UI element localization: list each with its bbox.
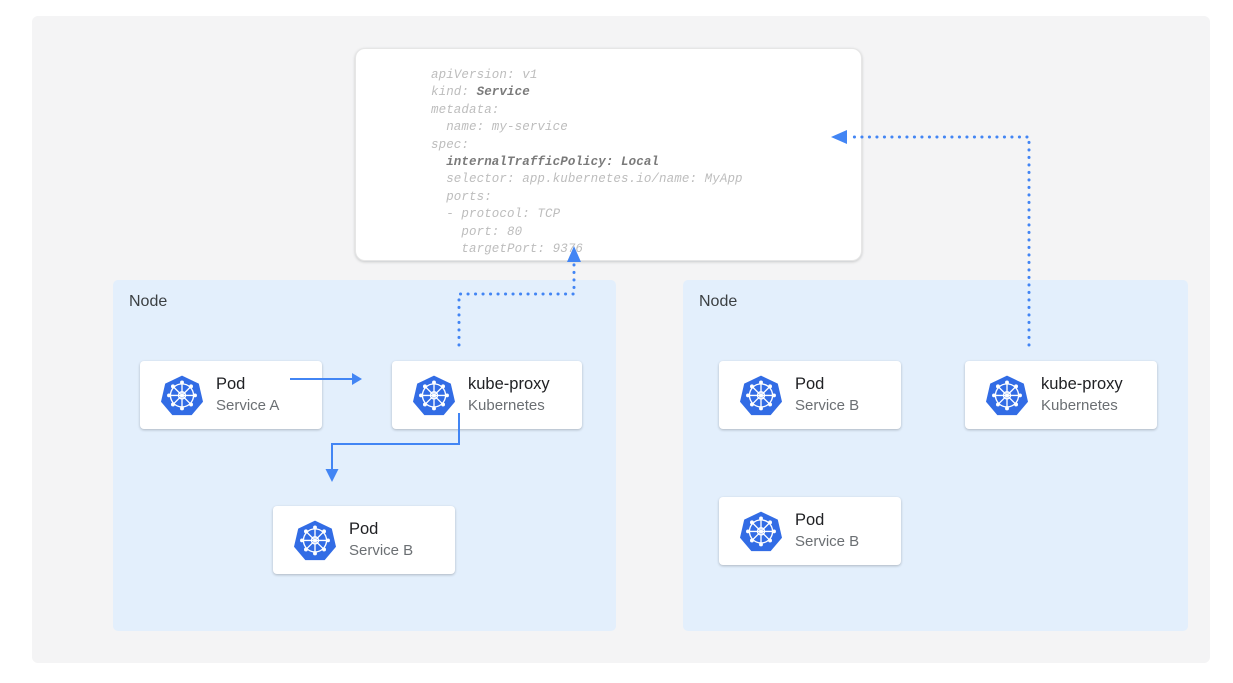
diagram-canvas: apiVersion: v1 kind: Service metadata: n… [32,16,1210,663]
kubernetes-icon [294,520,336,561]
card-text: kube-proxy Kubernetes [1041,374,1123,416]
card-subtitle: Service B [795,533,860,550]
kubernetes-icon [740,511,782,552]
card-pod-service-b-left[interactable]: Pod Service B [273,506,455,574]
card-subtitle: Service B [349,542,414,559]
card-text: Pod Service B [795,374,859,416]
card-text: kube-proxy Kubernetes [468,374,550,416]
kubernetes-icon [986,375,1028,416]
card-subtitle: Service B [795,397,860,414]
card-subtitle: Service A [216,397,280,414]
card-text: Pod Service B [349,519,413,561]
service-manifest-code: apiVersion: v1 kind: Service metadata: n… [431,68,743,257]
card-text: Pod Service A [216,374,279,416]
kubernetes-icon [161,375,203,416]
card-subtitle: Kubernetes [1041,397,1118,414]
node-label-right: Node [699,293,738,310]
card-title: Pod [349,520,379,538]
kubernetes-icon [740,375,782,416]
card-pod-service-b-right-bottom[interactable]: Pod Service B [719,497,901,565]
node-panel-left: Node [113,280,616,631]
card-text: Pod Service B [795,510,859,552]
node-label-left: Node [129,293,168,310]
service-manifest-card: apiVersion: v1 kind: Service metadata: n… [355,48,862,261]
card-title: kube-proxy [468,375,550,393]
card-title: Pod [795,375,825,393]
card-pod-service-a[interactable]: Pod Service A [140,361,322,429]
card-title: Pod [795,511,825,529]
yaml-bold-token: Service [476,85,530,100]
card-pod-service-b-right-top[interactable]: Pod Service B [719,361,901,429]
node-panel-right: Node [683,280,1188,631]
card-kube-proxy-left[interactable]: kube-proxy Kubernetes [392,361,582,429]
card-title: kube-proxy [1041,375,1123,393]
card-subtitle: Kubernetes [468,397,545,414]
card-kube-proxy-right[interactable]: kube-proxy Kubernetes [965,361,1157,429]
card-title: Pod [216,375,246,393]
kubernetes-icon [413,375,455,416]
yaml-bold-token: internalTrafficPolicy: Local [446,155,660,170]
